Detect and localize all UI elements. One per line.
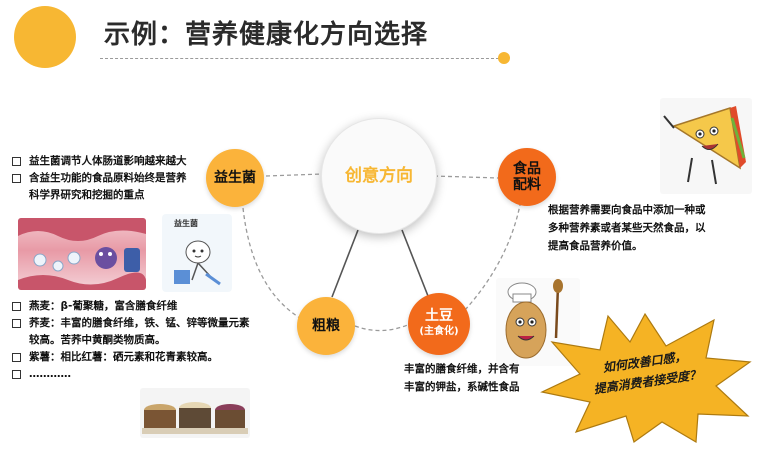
probiotic-note-2: 含益生功能的食品原料始终是营养 [29, 172, 187, 184]
list-item: ………… [12, 366, 282, 383]
node-ingredients: 食品 配料 [498, 148, 556, 206]
potato-description: 丰富的膳食纤维，并含有 丰富的钾盐，系碱性食品 [404, 360, 554, 396]
grain-note-5: ………… [29, 368, 71, 380]
probiotic-note-1: 益生菌调节人体肠道影响越来越大 [29, 155, 187, 167]
probiotic-note-3: 科学界研究和挖掘的重点 [29, 189, 145, 201]
starburst-shape [540, 312, 752, 444]
bullet-box-icon [12, 302, 21, 311]
node-ingredients-line2: 配料 [513, 177, 541, 193]
list-item: 益生菌调节人体肠道影响越来越大 [12, 153, 212, 170]
list-item: 含益生功能的食品原料始终是营养 [12, 170, 212, 187]
bullet-box-icon [12, 370, 21, 379]
node-potato-line1: 土豆 [425, 308, 453, 324]
outer-arc-left [242, 207, 301, 319]
sandwich-character-illustration [660, 98, 752, 194]
bullet-box-icon [12, 353, 21, 362]
grain-baskets-illustration [140, 388, 250, 438]
ingredient-desc-line-1: 根据营养需要向食品中添加一种或 [548, 204, 706, 216]
node-grains-label: 粗粮 [312, 318, 340, 334]
potato-chef-drawing [505, 279, 563, 359]
gut-bacteria-illustration [18, 218, 146, 290]
node-potato: 土豆 (主食化) [408, 293, 470, 355]
grain-notes: 燕麦：β-葡聚糖，富含膳食纤维 荞麦：丰富的膳食纤维，铁、锰、锌等微量元素 较高… [12, 298, 282, 383]
link-grains [331, 229, 359, 298]
list-item: 燕麦：β-葡聚糖，富含膳食纤维 [12, 298, 282, 315]
underline-end-dot [498, 52, 510, 64]
grain-note-2: 荞麦：丰富的膳食纤维，铁、锰、锌等微量元素 [29, 317, 250, 329]
link-probiotic [265, 173, 323, 177]
grain-note-1: 燕麦：β-葡聚糖，富含膳食纤维 [29, 300, 178, 312]
node-potato-line2: (主食化) [419, 326, 459, 337]
sandwich-drawing [663, 106, 746, 185]
probiotic-character-illustration: 益生菌 [162, 214, 232, 292]
probiotic-notes: 益生菌调节人体肠道影响越来越大 含益生功能的食品原料始终是营养 科学界研究和挖掘… [12, 153, 212, 204]
title-underline [100, 58, 504, 59]
node-probiotic-label: 益生菌 [214, 170, 256, 186]
outer-arc-bottom [354, 323, 411, 332]
node-ingredients-line1: 食品 [513, 161, 541, 177]
grain-note-3: 较高。苦荞中黄酮类物质高。 [29, 334, 166, 346]
potato-chef-illustration [496, 278, 580, 366]
bullet-box-icon [12, 174, 21, 183]
bullet-box-icon [12, 157, 21, 166]
ingredient-description: 根据营养需要向食品中添加一种或 多种营养素或者某些天然食品，以 提高食品营养价值… [548, 201, 748, 255]
ingredient-desc-line-3: 提高食品营养价值。 [548, 240, 643, 252]
bacteria-drawing [18, 218, 146, 290]
ingredient-desc-line-2: 多种营养素或者某些天然食品，以 [548, 222, 706, 234]
probiotic-character-drawing [174, 240, 221, 286]
outer-arc-right [464, 204, 521, 311]
node-probiotic: 益生菌 [206, 149, 264, 207]
probiotic-image-caption: 益生菌 [174, 219, 198, 228]
page-title: 示例：营养健康化方向选择 [104, 20, 429, 50]
list-item: 紫薯：相比红薯：硒元素和花青素较高。 [12, 349, 282, 366]
potato-desc-line-2: 丰富的钾盐，系碱性食品 [404, 381, 520, 393]
center-node-label: 创意方向 [345, 166, 413, 186]
grain-baskets-drawing [142, 402, 248, 434]
grain-note-4: 紫薯：相比红薯：硒元素和花青素较高。 [29, 351, 218, 363]
potato-desc-line-1: 丰富的膳食纤维，并含有 [404, 363, 520, 375]
link-potato [401, 229, 429, 297]
bullet-box-icon [12, 319, 21, 328]
link-ingredients [433, 175, 499, 179]
list-item: 荞麦：丰富的膳食纤维，铁、锰、锌等微量元素 [12, 315, 282, 332]
center-node: 创意方向 [321, 118, 437, 234]
node-grains: 粗粮 [297, 297, 355, 355]
starburst-callout: 如何改善口感， 提高消费者接受度？ [538, 312, 752, 444]
decorative-yellow-circle [14, 6, 76, 68]
